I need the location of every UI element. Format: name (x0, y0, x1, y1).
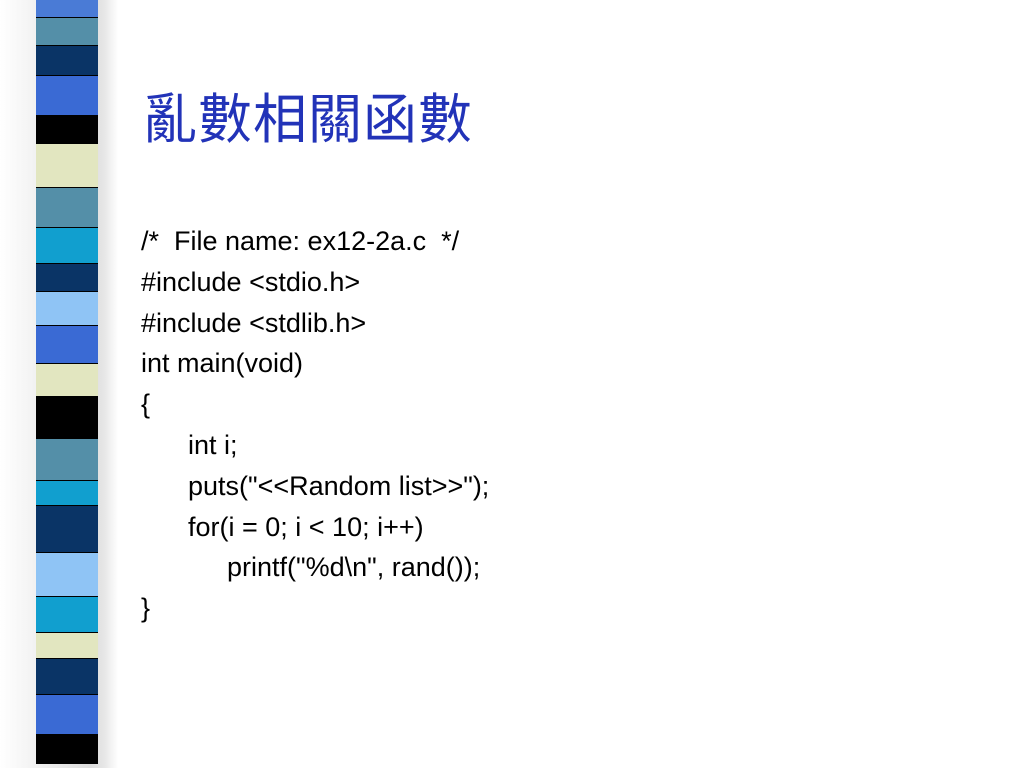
stripe-segment (36, 396, 98, 438)
code-line-open-brace: { (141, 389, 151, 420)
stripe-segment (36, 115, 98, 143)
slide-title: 亂數相關函數 (143, 88, 473, 151)
stripe-segment (36, 632, 98, 658)
stripe-segment (36, 363, 98, 396)
stripe-segment (36, 734, 98, 764)
code-line-include-stdio: #include <stdio.h> (141, 266, 361, 297)
stripe-segment (36, 0, 98, 17)
stripe-segment (36, 263, 98, 291)
code-line-include-stdlib: #include <stdlib.h> (141, 307, 367, 338)
stripe-segment (36, 45, 98, 75)
code-line-close-brace: } (141, 593, 151, 624)
decorative-stripe-bar (0, 0, 118, 768)
stripe-segment (36, 694, 98, 734)
stripe-segment (36, 438, 98, 480)
code-line-comment: /* File name: ex12-2a.c */ (141, 226, 460, 256)
stripe-segment (36, 227, 98, 263)
stripe-segment (36, 17, 98, 45)
code-line-for-loop: for(i = 0; i < 10; i++) (188, 511, 424, 542)
code-line-main-signature: int main(void) (141, 348, 304, 379)
stripe-segment (36, 187, 98, 227)
stripe-segment (36, 75, 98, 115)
stripe-segment (36, 596, 98, 632)
stripe-segment (36, 291, 98, 325)
code-line-printf: printf("%d\n", rand()); (227, 552, 481, 583)
code-line-puts: puts("<<Random list>>"); (188, 470, 490, 501)
stripe-segment (36, 143, 98, 187)
code-line-declare-i: int i; (188, 429, 238, 460)
stripe-segment (36, 658, 98, 694)
code-block: /* File name: ex12-2a.c */ #include <std… (141, 221, 489, 629)
stripe-segment (36, 505, 98, 552)
stripe-segment (36, 325, 98, 363)
stripe-segment (36, 480, 98, 505)
stripe-segment (36, 552, 98, 596)
